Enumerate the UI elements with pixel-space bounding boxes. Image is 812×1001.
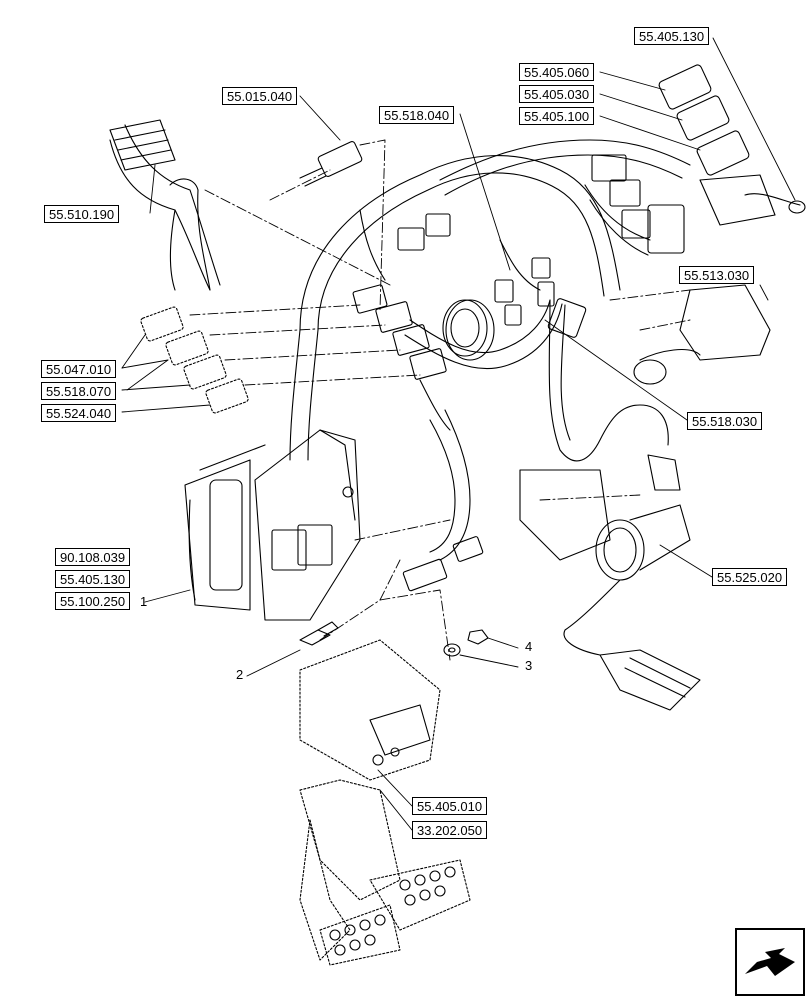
ref-label[interactable]: 55.518.030 — [687, 412, 763, 430]
callout-1: 1 — [140, 594, 148, 609]
round-connector — [442, 299, 495, 361]
callout-2: 2 — [236, 667, 244, 682]
ref-label[interactable]: 55.518.040 — [379, 106, 455, 124]
ref-label[interactable]: 55.405.100 — [519, 107, 595, 125]
next-page-arrow-icon[interactable] — [735, 928, 805, 996]
callout-4: 4 — [525, 639, 533, 654]
left-connector-set — [140, 306, 249, 414]
right-switch-module — [633, 284, 771, 385]
ref-label[interactable]: 55.015.040 — [222, 87, 298, 105]
pedal-pads — [329, 704, 456, 956]
harness-connectors — [352, 154, 685, 592]
ref-label[interactable]: 55.100.250 — [55, 592, 131, 610]
brake-pedals — [299, 639, 471, 966]
ref-label[interactable]: 33.202.050 — [412, 821, 488, 839]
ref-label[interactable]: 55.047.010 — [41, 360, 117, 378]
ref-label[interactable]: 55.513.030 — [679, 266, 755, 284]
ref-label[interactable]: 55.405.030 — [519, 85, 595, 103]
switch-cluster — [658, 64, 806, 226]
ref-label[interactable]: 90.108.039 — [55, 548, 131, 566]
corrugated-harness — [109, 119, 221, 291]
accelerator-pedal — [519, 454, 701, 711]
ref-label[interactable]: 55.524.040 — [41, 404, 117, 422]
ref-label[interactable]: 55.405.060 — [519, 63, 595, 81]
fasteners — [299, 621, 489, 657]
control-unit — [184, 429, 361, 621]
inline-connector — [299, 141, 363, 187]
callout-3: 3 — [525, 658, 533, 673]
ref-label[interactable]: 55.405.010 — [412, 797, 488, 815]
ref-label[interactable]: 55.525.020 — [712, 568, 788, 586]
reference-lines — [189, 139, 691, 661]
wiring-harness — [289, 139, 691, 561]
leader-lines — [121, 37, 796, 831]
ref-label[interactable]: 55.518.070 — [41, 382, 117, 400]
ref-label[interactable]: 55.405.130 — [55, 570, 131, 588]
ref-label[interactable]: 55.510.190 — [44, 205, 120, 223]
ref-label[interactable]: 55.405.130 — [634, 27, 710, 45]
